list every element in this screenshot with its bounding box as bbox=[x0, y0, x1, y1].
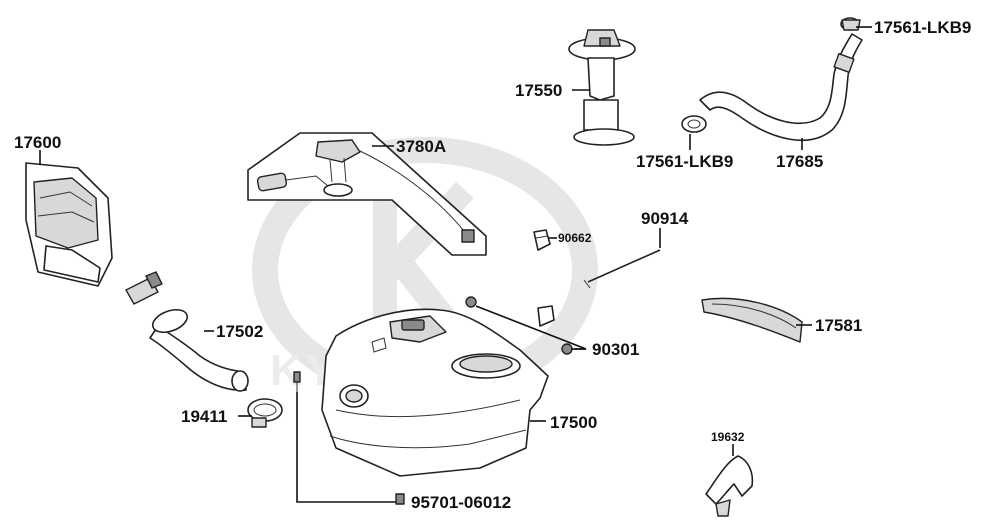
label-17600: 17600 bbox=[14, 133, 61, 152]
label-17550: 17550 bbox=[515, 81, 562, 100]
part-19411-clamp bbox=[247, 398, 283, 428]
part-19632-clip bbox=[705, 455, 754, 517]
label-19411: 19411 bbox=[181, 407, 227, 426]
label-17581: 17581 bbox=[815, 316, 862, 335]
label-95701: 95701-06012 bbox=[411, 493, 511, 512]
leader-lines bbox=[39, 26, 872, 503]
part-17500-fuel-tank bbox=[321, 308, 549, 477]
label-17561-lower: 17561-LKB9 bbox=[636, 152, 733, 171]
part-labels: 17600 3780A 17550 17561-LKB9 17561-LKB9 … bbox=[14, 18, 971, 512]
label-90914: 90914 bbox=[641, 209, 689, 228]
label-17685: 17685 bbox=[776, 152, 823, 171]
label-19632: 19632 bbox=[711, 430, 745, 444]
label-17500: 17500 bbox=[550, 413, 597, 432]
label-17561-top: 17561-LKB9 bbox=[874, 18, 971, 37]
part-17600-cover bbox=[25, 162, 113, 287]
part-90914-rod bbox=[583, 249, 661, 289]
label-17502: 17502 bbox=[216, 322, 263, 341]
part-17685-fuel-hose bbox=[699, 17, 863, 142]
part-3780a-fuel-gauge bbox=[247, 132, 487, 256]
part-connector-clip bbox=[125, 271, 163, 305]
part-90662-clip bbox=[533, 229, 551, 251]
label-3780a: 3780A bbox=[396, 137, 446, 156]
leader-95701 bbox=[296, 392, 396, 503]
label-90662: 90662 bbox=[558, 231, 592, 245]
part-17502-hose bbox=[149, 308, 249, 392]
part-95701-bolt bbox=[293, 371, 405, 505]
label-90301: 90301 bbox=[592, 340, 639, 359]
part-17581-guard bbox=[701, 297, 803, 343]
part-17561-clamp-lower bbox=[681, 115, 707, 133]
part-17550-fuel-pump bbox=[568, 29, 636, 146]
